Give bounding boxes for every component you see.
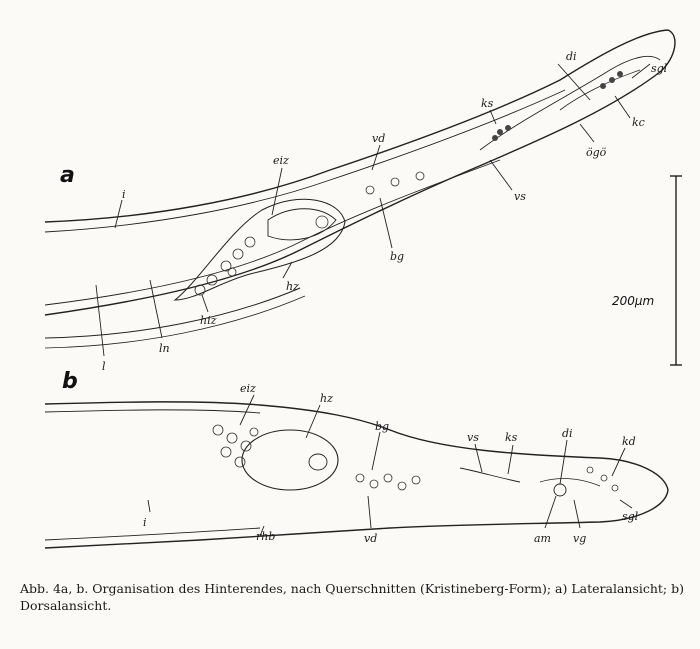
label-b-ks: ks: [505, 431, 518, 444]
label-b-vs: vs: [467, 431, 479, 444]
label-b-kd: kd: [622, 435, 636, 448]
figure-caption: Abb. 4a, b. Organisation des Hinterendes…: [20, 581, 684, 613]
label-a-kc: kc: [632, 116, 645, 129]
label-a-eiz: eiz: [273, 154, 289, 167]
label-b-i: i: [143, 516, 147, 529]
label-b-bg: bg: [375, 420, 389, 433]
label-b-hz: hz: [320, 392, 333, 405]
label-a-di: di: [566, 50, 577, 63]
panel-a-texture: [194, 71, 623, 296]
label-a-sgl: sgl: [651, 62, 668, 75]
panel-label-b: b: [62, 369, 78, 394]
panel-b-texture: [212, 424, 619, 492]
label-b-sgl: sgl: [622, 510, 639, 523]
anatomical-figure: 200µm a b di sgl ks kc vd ögö eiz vs i b…: [44, 29, 682, 549]
label-b-eiz: eiz: [240, 382, 256, 395]
label-b-vg: vg: [573, 532, 586, 545]
label-a-bg: bg: [390, 250, 404, 263]
label-a-i: i: [122, 188, 126, 201]
panel-b-drawing: [44, 401, 669, 549]
label-a-ogo: ögö: [586, 146, 607, 159]
label-a-hz: hz: [286, 280, 299, 293]
label-a-vs: vs: [514, 190, 526, 203]
label-b-di: di: [562, 427, 573, 440]
label-a-vd: vd: [372, 132, 385, 145]
label-a-ks: ks: [481, 97, 494, 110]
label-b-rhb: rhb: [256, 530, 275, 543]
scale-bar-label: 200µm: [612, 294, 654, 308]
label-a-l: l: [102, 360, 106, 373]
label-a-ln: ln: [159, 342, 170, 355]
leader-lines: [95, 63, 651, 537]
panel-label-a: a: [60, 163, 75, 188]
label-a-hiz: hiz: [200, 314, 217, 327]
scale-bar: [670, 175, 682, 366]
panel-a-drawing: [44, 29, 676, 349]
label-b-am: am: [534, 532, 551, 545]
label-b-vd: vd: [364, 532, 377, 545]
